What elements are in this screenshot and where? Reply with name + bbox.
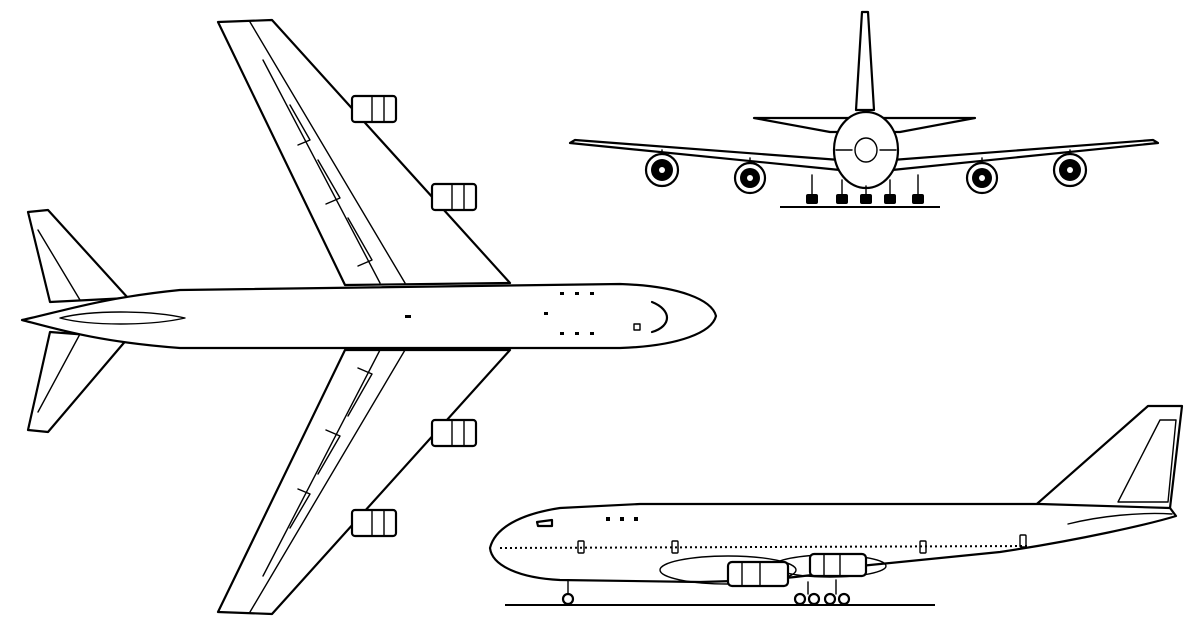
plan-lower-wing	[216, 348, 512, 616]
side-engine-icon	[726, 560, 790, 588]
plan-engine-icon	[430, 182, 478, 212]
front-engine-icon	[965, 161, 999, 195]
front-engine-icon	[733, 161, 767, 195]
front-view	[568, 10, 1160, 208]
front-vertical-fin	[854, 10, 876, 112]
plan-view	[20, 18, 718, 616]
plan-upper-wing	[216, 18, 512, 287]
front-engine-icon	[644, 152, 680, 188]
side-cockpit-window	[535, 518, 554, 528]
plan-fuselage	[20, 282, 718, 350]
plan-upper-stabilizer	[26, 208, 130, 304]
front-landing-gear	[806, 174, 924, 204]
plan-lower-stabilizer	[26, 330, 130, 434]
side-engine-icon	[808, 552, 868, 578]
plan-engine-icon	[430, 418, 478, 448]
plan-engine-icon	[350, 94, 398, 124]
plan-cockpit-window	[650, 300, 669, 334]
side-fuselage	[488, 502, 1178, 584]
front-engine-icon	[1052, 152, 1088, 188]
front-left-wing	[568, 138, 842, 172]
front-right-wing	[890, 138, 1160, 172]
side-view	[488, 404, 1184, 606]
plan-engine-icon	[350, 508, 398, 538]
side-landing-gear	[561, 579, 851, 606]
